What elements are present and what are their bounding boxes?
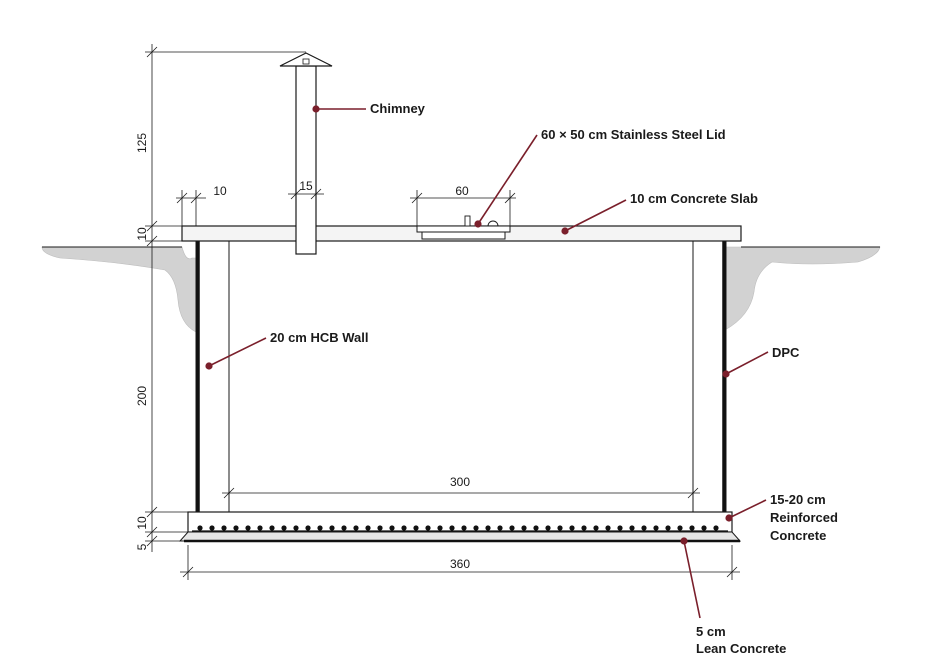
label-dpc: DPC <box>772 345 800 360</box>
left-wall <box>195 240 230 513</box>
dim-base-thickness: 10 <box>135 516 149 530</box>
ground-soil <box>41 246 881 333</box>
rebar-dot <box>269 525 275 531</box>
rebar-dot <box>365 525 371 531</box>
dim-wall-height: 200 <box>135 386 149 406</box>
callout-lean-concrete: 5 cm Lean Concrete <box>680 537 786 656</box>
inner-width-dimension: 300 <box>222 475 700 499</box>
rebar-dot <box>233 525 239 531</box>
dim-inner-width: 300 <box>450 475 470 489</box>
rebar-dot <box>221 525 227 531</box>
rebar-dot <box>581 525 587 531</box>
label-lid: 60 × 50 cm Stainless Steel Lid <box>541 127 726 142</box>
rebar-dot <box>533 525 539 531</box>
rebar-dot <box>521 525 527 531</box>
callout-hcb-wall: 20 cm HCB Wall <box>205 330 369 370</box>
chimney-pipe <box>279 52 333 255</box>
rebar-dot <box>497 525 503 531</box>
rebar-dot <box>677 525 683 531</box>
rebar-dot <box>449 525 455 531</box>
label-reinforced-line3: Concrete <box>770 528 826 543</box>
label-lean-line2: Lean Concrete <box>696 641 786 656</box>
rebar-dot <box>209 525 215 531</box>
rebar-dot <box>461 525 467 531</box>
label-reinforced-line2: Reinforced <box>770 510 838 525</box>
rebar-dot <box>425 525 431 531</box>
callout-chimney: Chimney <box>312 101 426 116</box>
right-wall <box>692 240 727 513</box>
rebar-dots <box>197 525 719 531</box>
rebar-dot <box>629 525 635 531</box>
rebar-dot <box>545 525 551 531</box>
rebar-dot <box>617 525 623 531</box>
dim-outer-width: 360 <box>450 557 470 571</box>
outer-width-dimension: 360 <box>180 545 740 580</box>
callout-dpc: DPC <box>722 345 800 378</box>
rebar-dot <box>653 525 659 531</box>
rebar-dot <box>389 525 395 531</box>
hcb-walls <box>195 240 727 513</box>
rebar-dot <box>713 525 719 531</box>
rebar-dot <box>473 525 479 531</box>
lean-concrete-layer <box>178 531 742 543</box>
rebar-dot <box>329 525 335 531</box>
label-chimney: Chimney <box>370 101 426 116</box>
rebar-dot <box>245 525 251 531</box>
top-dimensions: 10 15 60 <box>176 179 516 226</box>
rebar-dot <box>305 525 311 531</box>
label-slab: 10 cm Concrete Slab <box>630 191 758 206</box>
rebar-dot <box>413 525 419 531</box>
rebar-dot <box>437 525 443 531</box>
dim-chimney-height: 125 <box>135 133 149 153</box>
dim-wall-offset: 10 <box>213 184 227 198</box>
rebar-dot <box>701 525 707 531</box>
rebar-dot <box>401 525 407 531</box>
rebar-dot <box>569 525 575 531</box>
reinforced-concrete-base <box>187 511 733 533</box>
rebar-dot <box>317 525 323 531</box>
dim-slab-thickness: 10 <box>135 227 149 241</box>
rebar-dot <box>353 525 359 531</box>
dim-lid-width: 60 <box>455 184 469 198</box>
dim-lean-thickness: 5 <box>135 543 149 550</box>
rebar-dot <box>341 525 347 531</box>
label-lean-line1: 5 cm <box>696 624 726 639</box>
rebar-dot <box>377 525 383 531</box>
callout-reinforced-concrete: 15-20 cm Reinforced Concrete <box>725 492 838 543</box>
rebar-dot <box>281 525 287 531</box>
rebar-dot <box>197 525 203 531</box>
label-reinforced-line1: 15-20 cm <box>770 492 826 507</box>
rebar-dot <box>557 525 563 531</box>
label-hcb-wall: 20 cm HCB Wall <box>270 330 369 345</box>
rebar-dot <box>293 525 299 531</box>
stainless-steel-lid <box>416 215 511 240</box>
rebar-dot <box>665 525 671 531</box>
rebar-dot <box>257 525 263 531</box>
rebar-dot <box>605 525 611 531</box>
rebar-dot <box>593 525 599 531</box>
dim-chimney-width: 15 <box>299 179 313 193</box>
rebar-dot <box>641 525 647 531</box>
vertical-dimensions: 125 10 200 10 5 <box>135 44 306 552</box>
callout-lid: 60 × 50 cm Stainless Steel Lid <box>474 127 726 228</box>
rebar-dot <box>485 525 491 531</box>
rebar-dot <box>689 525 695 531</box>
rebar-dot <box>509 525 515 531</box>
callout-slab: 10 cm Concrete Slab <box>561 191 758 235</box>
